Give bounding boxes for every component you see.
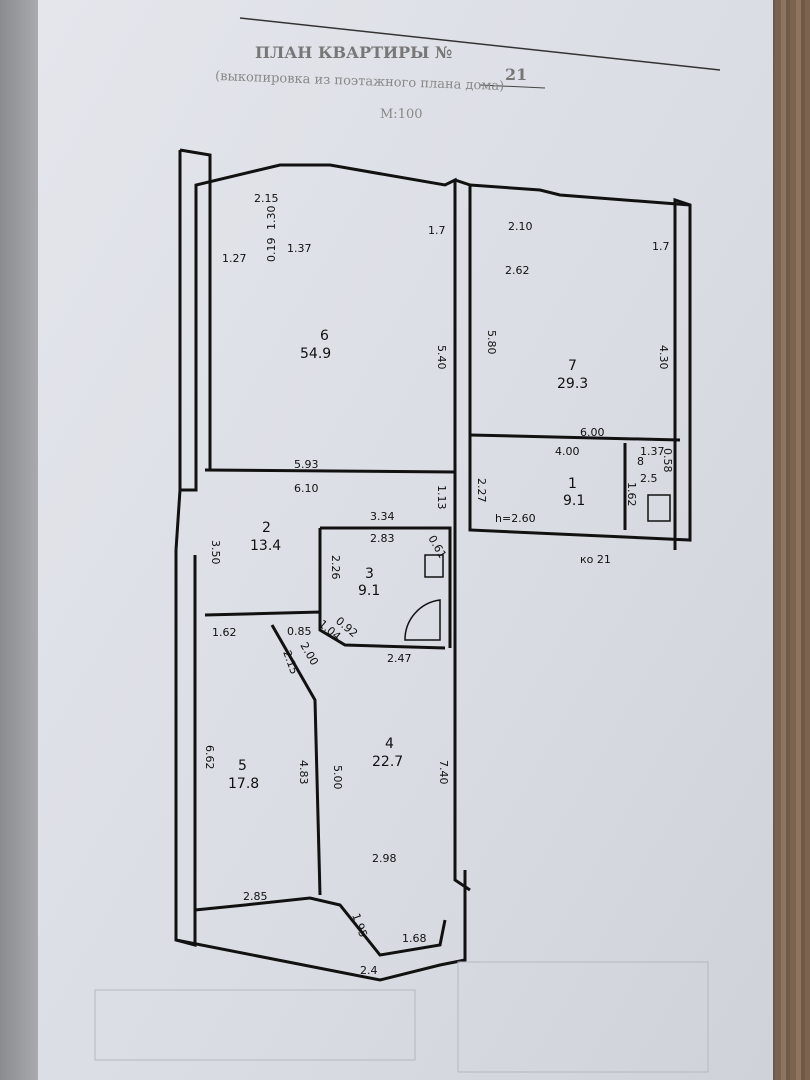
dim: 2.4 xyxy=(360,964,378,977)
dim: 1.37 xyxy=(287,242,312,255)
dim: 2.83 xyxy=(370,532,395,545)
room-6-area: 54.9 xyxy=(300,346,331,362)
dim: 0.19 xyxy=(265,238,278,263)
dim: 2.15 xyxy=(280,649,301,676)
room-8-number: 8 xyxy=(637,455,644,468)
dim: 1.68 xyxy=(402,932,427,945)
dim: 5.93 xyxy=(294,458,319,471)
dim: 5.40 xyxy=(435,345,448,370)
dim: 7.40 xyxy=(437,760,450,785)
dim: 0.61 xyxy=(425,533,449,561)
room-1-number: 1 xyxy=(568,476,577,492)
dim: 3.34 xyxy=(370,510,395,523)
stamp-box-left xyxy=(94,989,416,1061)
dim: 5.00 xyxy=(331,765,344,790)
room-7-number: 7 xyxy=(568,358,577,374)
room-1-area: 9.1 xyxy=(563,493,585,509)
room-labels: 6 54.9 7 29.3 1 9.1 8 2.5 2 13.4 3 9.1 4… xyxy=(228,328,658,792)
room-3-number: 3 xyxy=(365,566,374,582)
dim: 1.13 xyxy=(435,485,448,510)
dim: 3.50 xyxy=(209,540,222,565)
dim: 2.98 xyxy=(372,852,397,865)
shower-icon xyxy=(647,494,671,522)
number-underline xyxy=(479,84,546,89)
stamp-box-right xyxy=(457,961,709,1073)
dim: 1.7 xyxy=(428,224,446,237)
room-7-area: 29.3 xyxy=(557,376,588,392)
room-5-area: 17.8 xyxy=(228,776,259,792)
room-4-area: 22.7 xyxy=(372,754,403,770)
dim: 1.62 xyxy=(625,482,638,507)
dim: 4.83 xyxy=(297,760,310,785)
walls xyxy=(174,148,692,982)
dim: 2.27 xyxy=(475,478,488,503)
dim: 4.30 xyxy=(657,345,670,370)
ceiling-height: h=2.60 xyxy=(495,512,536,525)
dim: 2.10 xyxy=(508,220,533,233)
dim: 2.47 xyxy=(387,652,412,665)
dim: 4.00 xyxy=(555,445,580,458)
dim: 6.10 xyxy=(294,482,319,495)
dim: 1.7 xyxy=(652,240,670,253)
plan-subtitle: (выкопировка из поэтажного плана дома) xyxy=(215,69,505,94)
bath-icon xyxy=(404,599,441,641)
room-2-number: 2 xyxy=(262,520,271,536)
dim: 2.26 xyxy=(329,555,342,580)
fixture xyxy=(424,554,444,578)
room-8-area: 2.5 xyxy=(640,472,658,485)
plan-title: ПЛАН КВАРТИРЫ № xyxy=(255,43,452,62)
room-2-area: 13.4 xyxy=(250,538,281,554)
dim: 0.85 xyxy=(287,625,312,638)
dim: 5.80 xyxy=(485,330,498,355)
room-5-number: 5 xyxy=(238,758,247,774)
stair-label: ко 21 xyxy=(580,553,611,566)
room-6-number: 6 xyxy=(320,328,329,344)
dimension-labels: 2.15 1.30 0.19 1.37 1.27 1.7 2.10 2.62 1… xyxy=(203,192,674,977)
document-sheet xyxy=(38,0,773,1080)
dim: 1.95 xyxy=(349,912,370,939)
dim: 6.00 xyxy=(580,426,605,439)
room-4-number: 4 xyxy=(385,736,394,752)
dim: 6.62 xyxy=(203,745,216,770)
dim: 1.27 xyxy=(222,252,247,265)
sheet-frame-line xyxy=(239,17,721,71)
dim: 1.37 xyxy=(640,445,665,458)
dim: 0.58 xyxy=(661,448,674,473)
plan-scale: М:100 xyxy=(380,107,423,122)
dim: 2.00 xyxy=(297,640,321,668)
dim: 1.62 xyxy=(212,626,237,639)
dim: 2.15 xyxy=(254,192,279,205)
dim: 2.62 xyxy=(505,264,530,277)
room-3-area: 9.1 xyxy=(358,583,380,599)
dim: 1.30 xyxy=(265,206,278,231)
apartment-number: 21 xyxy=(505,65,527,84)
dim: 2.85 xyxy=(243,890,268,903)
